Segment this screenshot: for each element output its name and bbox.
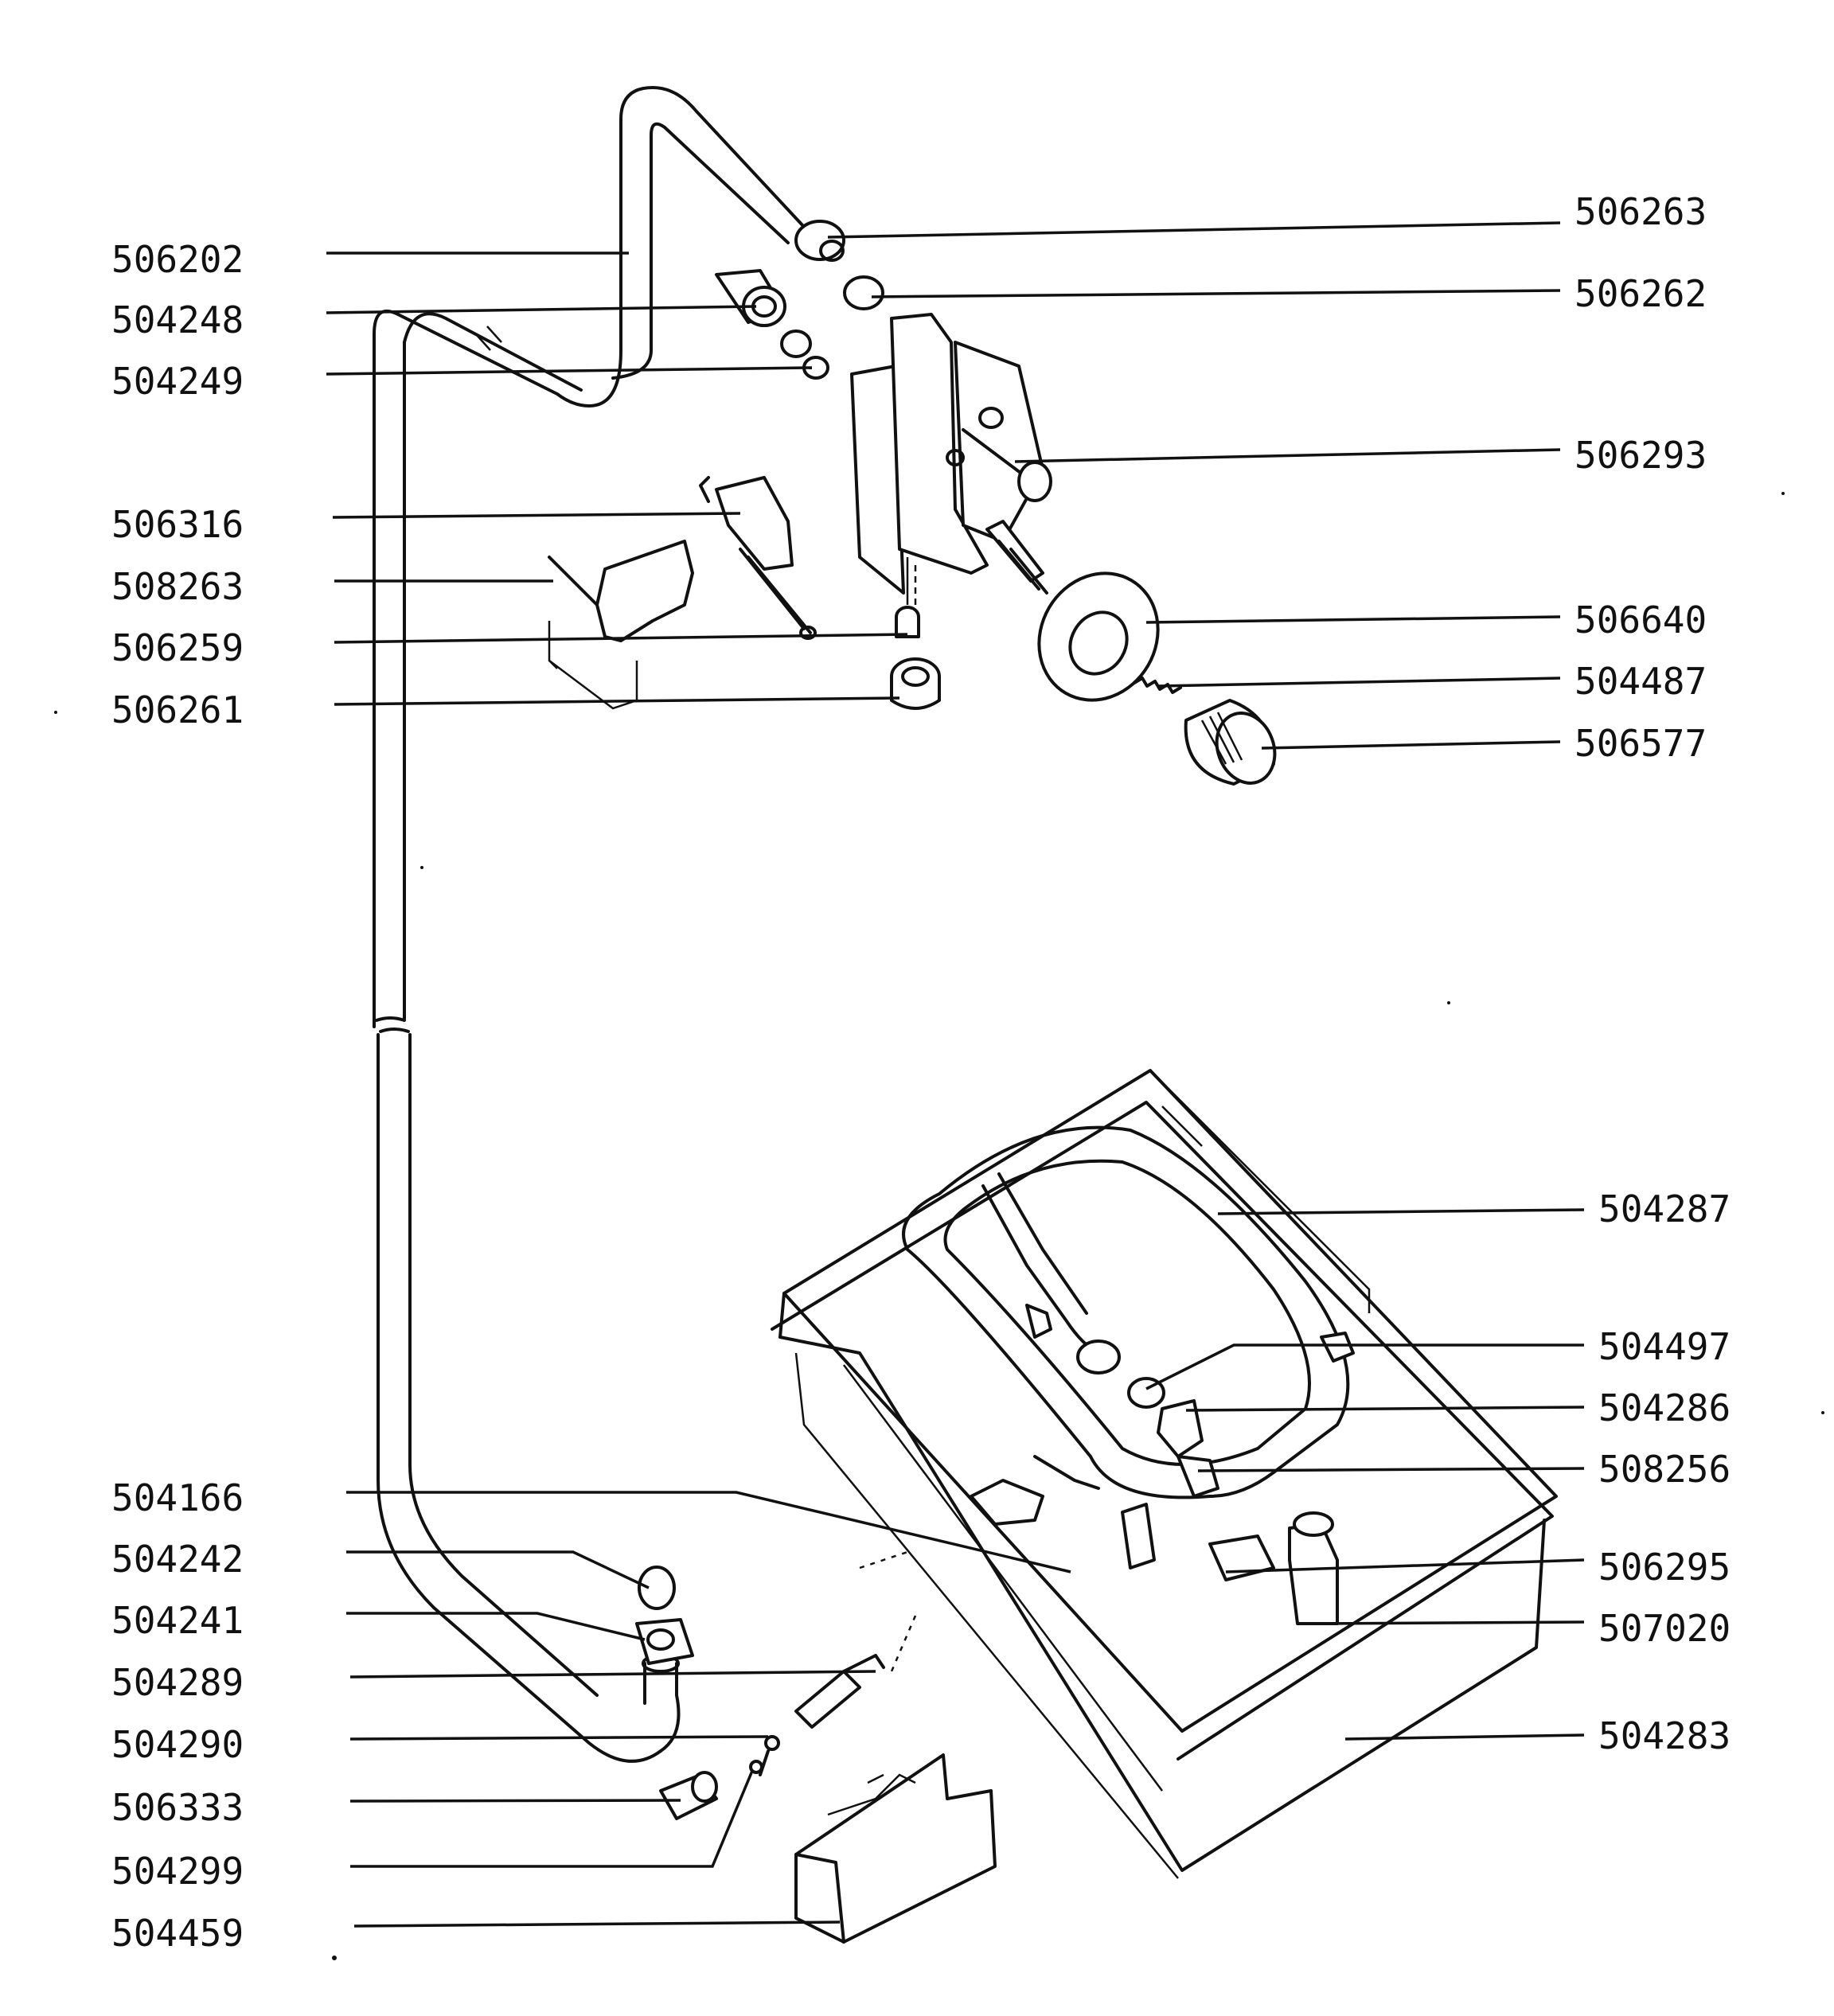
- leader-506316: [332, 512, 741, 519]
- leader-506263: [827, 221, 1561, 239]
- label-506293: 506293: [1575, 434, 1707, 477]
- label-504166: 504166: [111, 1476, 244, 1519]
- label-506202: 506202: [111, 238, 244, 281]
- label-504286: 504286: [1598, 1386, 1731, 1429]
- label-504283: 504283: [1598, 1714, 1731, 1757]
- leader-506261: [334, 696, 900, 706]
- leader-504286: [1185, 1406, 1585, 1412]
- nut-506261: [890, 657, 941, 710]
- label-506263: 506263: [1575, 190, 1707, 233]
- lower-small-parts: [635, 1550, 917, 1820]
- fitting-504249: [780, 330, 829, 380]
- fitting-504248: [715, 269, 786, 327]
- leader-504487: [1157, 677, 1561, 688]
- label-504241: 504241: [111, 1599, 244, 1642]
- label-504249: 504249: [111, 360, 244, 403]
- fitting-506262: [843, 275, 884, 310]
- leader-506262: [871, 289, 1561, 298]
- scan-specks: [54, 492, 1824, 1960]
- burner-tube-504287: [902, 1125, 1350, 1499]
- label-504487: 504487: [1575, 660, 1707, 703]
- leader-506295: [1225, 1558, 1585, 1573]
- label-506295: 506295: [1598, 1546, 1731, 1589]
- leader-506640: [1145, 615, 1561, 624]
- gas-pipe-vertical: [373, 1016, 681, 1763]
- knob-506577: [1184, 699, 1277, 786]
- leader-508256: [1197, 1467, 1585, 1472]
- leader-504289: [349, 1670, 876, 1679]
- fitting-506263: [794, 220, 845, 262]
- leader-504242: [346, 1550, 650, 1589]
- leader-506293: [1014, 448, 1561, 463]
- gas-valve-506293: [850, 313, 1052, 605]
- gas-pipe-upper: [373, 86, 806, 1020]
- label-504497: 504497: [1598, 1325, 1731, 1368]
- leader-504287: [1217, 1208, 1585, 1215]
- label-506259: 506259: [111, 626, 244, 669]
- leader-504248: [326, 305, 757, 314]
- ring-plate-506640: [1037, 571, 1160, 702]
- label-506262: 506262: [1575, 272, 1707, 315]
- burner-fittings: [970, 1304, 1355, 1625]
- label-504459: 504459: [111, 1912, 244, 1955]
- label-504289: 504289: [111, 1661, 244, 1704]
- leader-504249: [326, 366, 813, 376]
- bracket-504459: [794, 1753, 997, 1944]
- label-504242: 504242: [111, 1538, 244, 1581]
- label-508263: 508263: [111, 565, 244, 608]
- label-506640: 506640: [1575, 599, 1707, 641]
- leader-506259: [334, 633, 908, 644]
- leader-506577: [1261, 740, 1561, 750]
- leader-504241: [346, 1612, 646, 1641]
- leader-504459: [353, 1920, 841, 1928]
- label-504299: 504299: [111, 1850, 244, 1893]
- leader-lines: [326, 221, 1585, 1928]
- label-507020: 507020: [1598, 1607, 1731, 1650]
- leader-504497: [1145, 1343, 1584, 1390]
- leader-504299: [350, 1770, 754, 1868]
- leader-507020: [1317, 1620, 1585, 1625]
- label-508256: 508256: [1598, 1448, 1731, 1491]
- label-504287: 504287: [1598, 1187, 1731, 1230]
- microswitch-506316: [699, 476, 817, 640]
- label-506577: 506577: [1575, 722, 1707, 765]
- spring-504487: [1133, 677, 1182, 694]
- label-504290: 504290: [111, 1723, 244, 1766]
- right-labels: 506263 506262 506293 506640 504487 50657…: [1575, 190, 1731, 1757]
- leader-504290: [349, 1735, 769, 1741]
- left-labels: 506202 504248 504249 506316 508263 50625…: [111, 238, 244, 1955]
- bracket-508263: [548, 540, 694, 710]
- parts-drawing: [54, 86, 1824, 1960]
- label-506333: 506333: [111, 1786, 244, 1829]
- leader-504283: [1344, 1733, 1585, 1741]
- leader-504166: [346, 1491, 1071, 1573]
- label-504248: 504248: [111, 298, 244, 341]
- label-506261: 506261: [111, 688, 244, 731]
- label-506316: 506316: [111, 503, 244, 546]
- insert-506259: [895, 606, 920, 638]
- leader-506333: [349, 1799, 681, 1803]
- burner-box-504283: [771, 1069, 1558, 1879]
